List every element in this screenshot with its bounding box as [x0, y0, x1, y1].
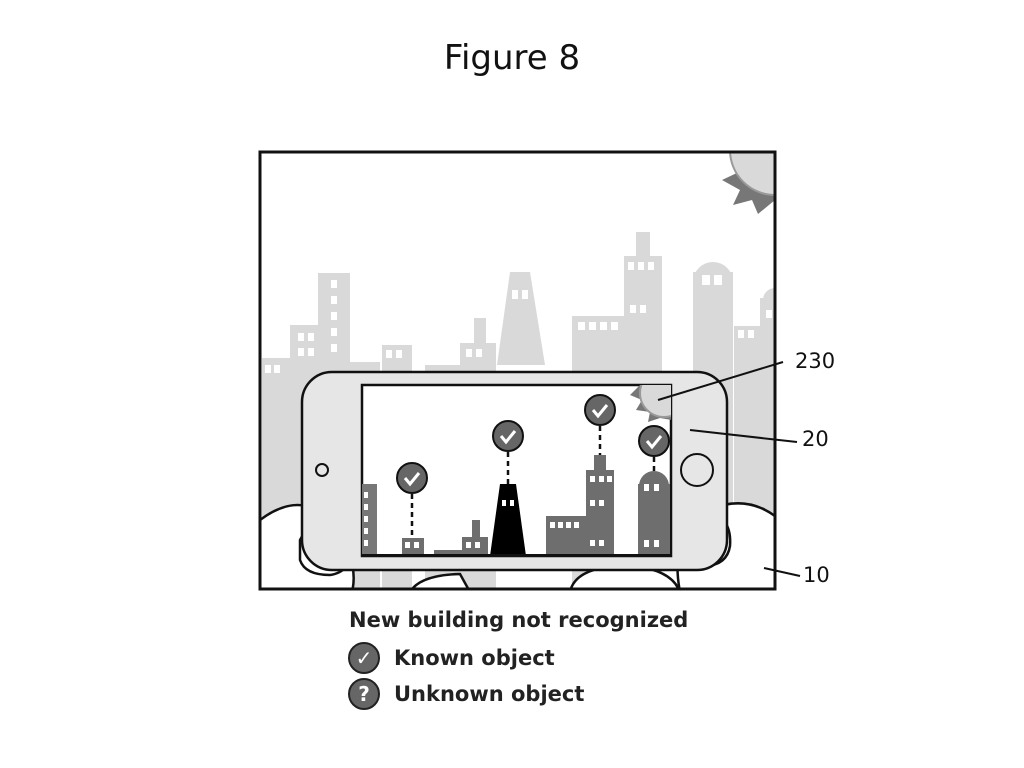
known-object-marker [493, 421, 523, 451]
legend-item-unknown: ? Unknown object [348, 678, 584, 710]
legend-item-known: ✓ Known object [348, 642, 555, 674]
figure-caption: New building not recognized [349, 608, 688, 632]
reference-label-screen: 230 [795, 349, 835, 373]
sun-icon [722, 105, 820, 214]
reference-label-device: 20 [802, 427, 829, 451]
question-mark-icon: ? [348, 678, 380, 710]
check-mark-icon: ✓ [348, 642, 380, 674]
camera-icon [316, 464, 328, 476]
known-object-marker [585, 395, 615, 425]
legend-label-unknown: Unknown object [394, 682, 584, 706]
known-object-marker [397, 463, 427, 493]
reference-label-hands: 10 [803, 563, 830, 587]
legend-label-known: Known object [394, 646, 555, 670]
known-object-marker [639, 426, 669, 456]
home-button [681, 454, 713, 486]
